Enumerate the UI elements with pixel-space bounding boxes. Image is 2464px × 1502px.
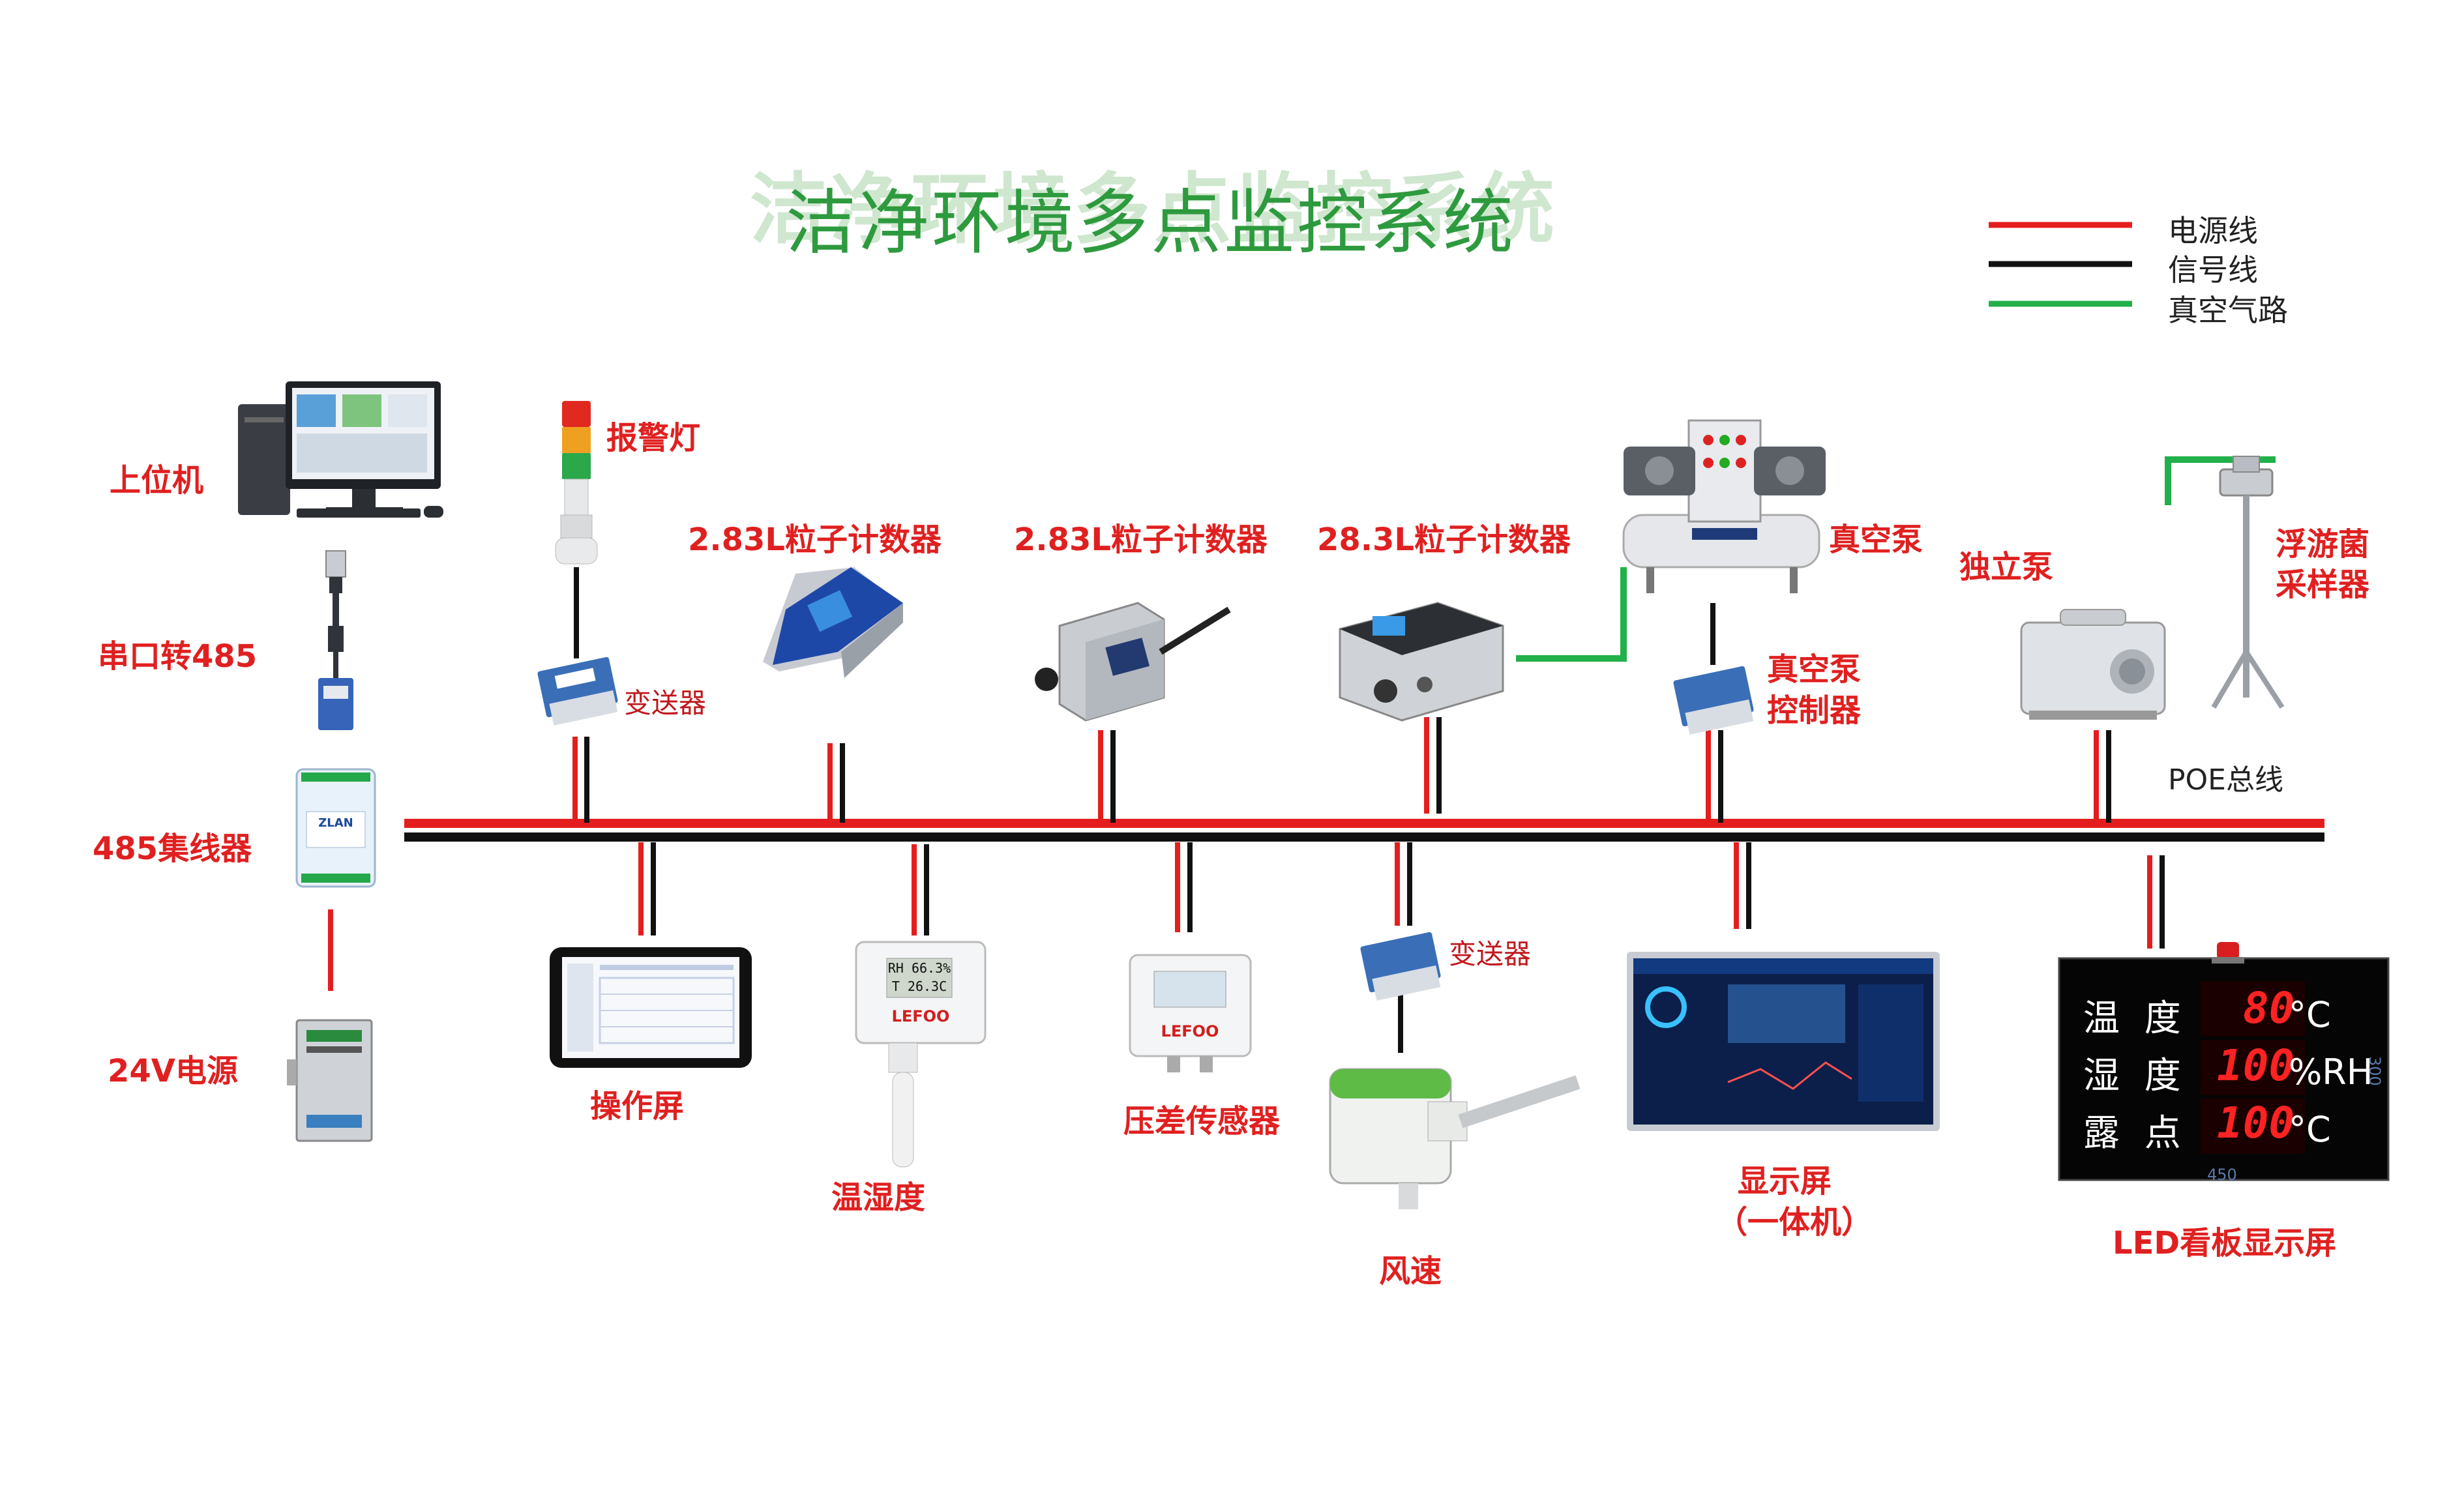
label-serial: 串口转485 bbox=[98, 638, 258, 675]
label-hub: 485集线器 bbox=[93, 831, 252, 867]
main-bus bbox=[404, 819, 2324, 842]
label-pressure: 压差传感器 bbox=[1123, 1103, 1281, 1140]
led-row-1-unit: °C bbox=[2289, 994, 2331, 1035]
label-sampler-line2: 采样器 bbox=[2276, 567, 2370, 603]
label-vacuum-controller-line2: 控制器 bbox=[1767, 692, 1862, 729]
th-rh-reading: RH 66.3% bbox=[888, 960, 951, 976]
particle-counter-1-image bbox=[763, 567, 903, 678]
label-counter-1: 2.83L粒子计数器 bbox=[688, 522, 942, 558]
label-transmitter-1: 变送器 bbox=[624, 687, 707, 719]
th-brand: LEFOO bbox=[892, 1007, 950, 1025]
page-title-shadow: 洁净环境多点监控系统 bbox=[750, 164, 1559, 254]
standalone-pump-image bbox=[2020, 609, 2166, 720]
pressure-brand: LEFOO bbox=[1161, 1022, 1219, 1040]
label-op-screen: 操作屏 bbox=[590, 1088, 685, 1125]
air-sampler-image bbox=[2211, 456, 2285, 709]
label-standalone-pump: 独立泵 bbox=[1959, 549, 2054, 585]
label-power: 24V电源 bbox=[108, 1053, 238, 1089]
wind-speed-sensor-image bbox=[1329, 1068, 1581, 1209]
label-host: 上位机 bbox=[110, 462, 204, 499]
24v-power-supply-image bbox=[287, 1019, 373, 1142]
485-hub-image: ZLAN bbox=[295, 768, 376, 888]
particle-counter-2-image bbox=[1035, 602, 1231, 722]
th-t-reading: T 26.3C bbox=[892, 979, 947, 994]
led-row-3-value: 100 bbox=[2217, 1098, 2295, 1148]
led-dim-width: 450 bbox=[2207, 1166, 2237, 1184]
label-temp-humidity: 温湿度 bbox=[831, 1179, 926, 1216]
label-led-board: LED看板显示屏 bbox=[2113, 1225, 2337, 1261]
led-row-1-name: 温 度 bbox=[2083, 997, 2188, 1040]
operation-screen-image bbox=[550, 947, 752, 1068]
label-transmitter-2: 变送器 bbox=[1449, 938, 1532, 970]
led-row-3-name: 露 点 bbox=[2083, 1112, 2188, 1155]
label-counter-2: 2.83L粒子计数器 bbox=[1014, 522, 1268, 558]
legend-signal-label: 信号线 bbox=[2168, 252, 2258, 287]
label-vacuum-controller-line1: 真空泵 bbox=[1767, 651, 1862, 688]
label-sampler-line1: 浮游菌 bbox=[2276, 526, 2370, 563]
led-board-image bbox=[2058, 942, 2390, 1181]
lower-connectors bbox=[328, 842, 2165, 1053]
label-display-line1: 显示屏 bbox=[1738, 1163, 1832, 1200]
legend-vacuum-label: 真空气路 bbox=[2168, 293, 2288, 328]
upper-connectors bbox=[572, 567, 2111, 823]
alarm-light-image bbox=[555, 401, 598, 565]
host-pc-image bbox=[238, 381, 443, 518]
display-panel-image bbox=[1627, 952, 1940, 1131]
vacuum-pump-image bbox=[1622, 419, 1826, 593]
led-row-2-name: 湿 度 bbox=[2083, 1055, 2188, 1097]
hub-brand: ZLAN bbox=[318, 816, 353, 830]
label-display-line2: （一体机） bbox=[1716, 1204, 1873, 1241]
temp-humidity-sensor-image: RH 66.3% T 26.3C LEFOO bbox=[855, 941, 987, 1168]
label-poe-bus: POE总线 bbox=[2168, 763, 2283, 797]
usb-485-converter-image bbox=[318, 550, 353, 730]
led-row-1-value: 80 bbox=[2243, 983, 2295, 1033]
transmitter-1-image bbox=[537, 656, 618, 726]
led-row-3-unit: °C bbox=[2289, 1109, 2331, 1150]
pressure-sensor-image: LEFOO bbox=[1129, 954, 1252, 1072]
vacuum-controller-image bbox=[1673, 666, 1754, 735]
label-wind: 风速 bbox=[1379, 1253, 1442, 1289]
label-vacuum-pump: 真空泵 bbox=[1829, 522, 1923, 558]
page-title: 洁净环境多点监控系统 bbox=[786, 183, 1517, 264]
led-row-2-value: 100 bbox=[2217, 1040, 2295, 1091]
label-counter-3: 28.3L粒子计数器 bbox=[1317, 522, 1571, 558]
led-dim-height: 300 bbox=[2366, 1056, 2384, 1086]
led-row-2-unit: %RH bbox=[2289, 1052, 2373, 1093]
legend-power-label: 电源线 bbox=[2168, 213, 2258, 248]
label-alarm: 报警灯 bbox=[606, 420, 701, 456]
transmitter-2-image bbox=[1360, 932, 1441, 1001]
particle-counter-3-image bbox=[1339, 602, 1504, 722]
